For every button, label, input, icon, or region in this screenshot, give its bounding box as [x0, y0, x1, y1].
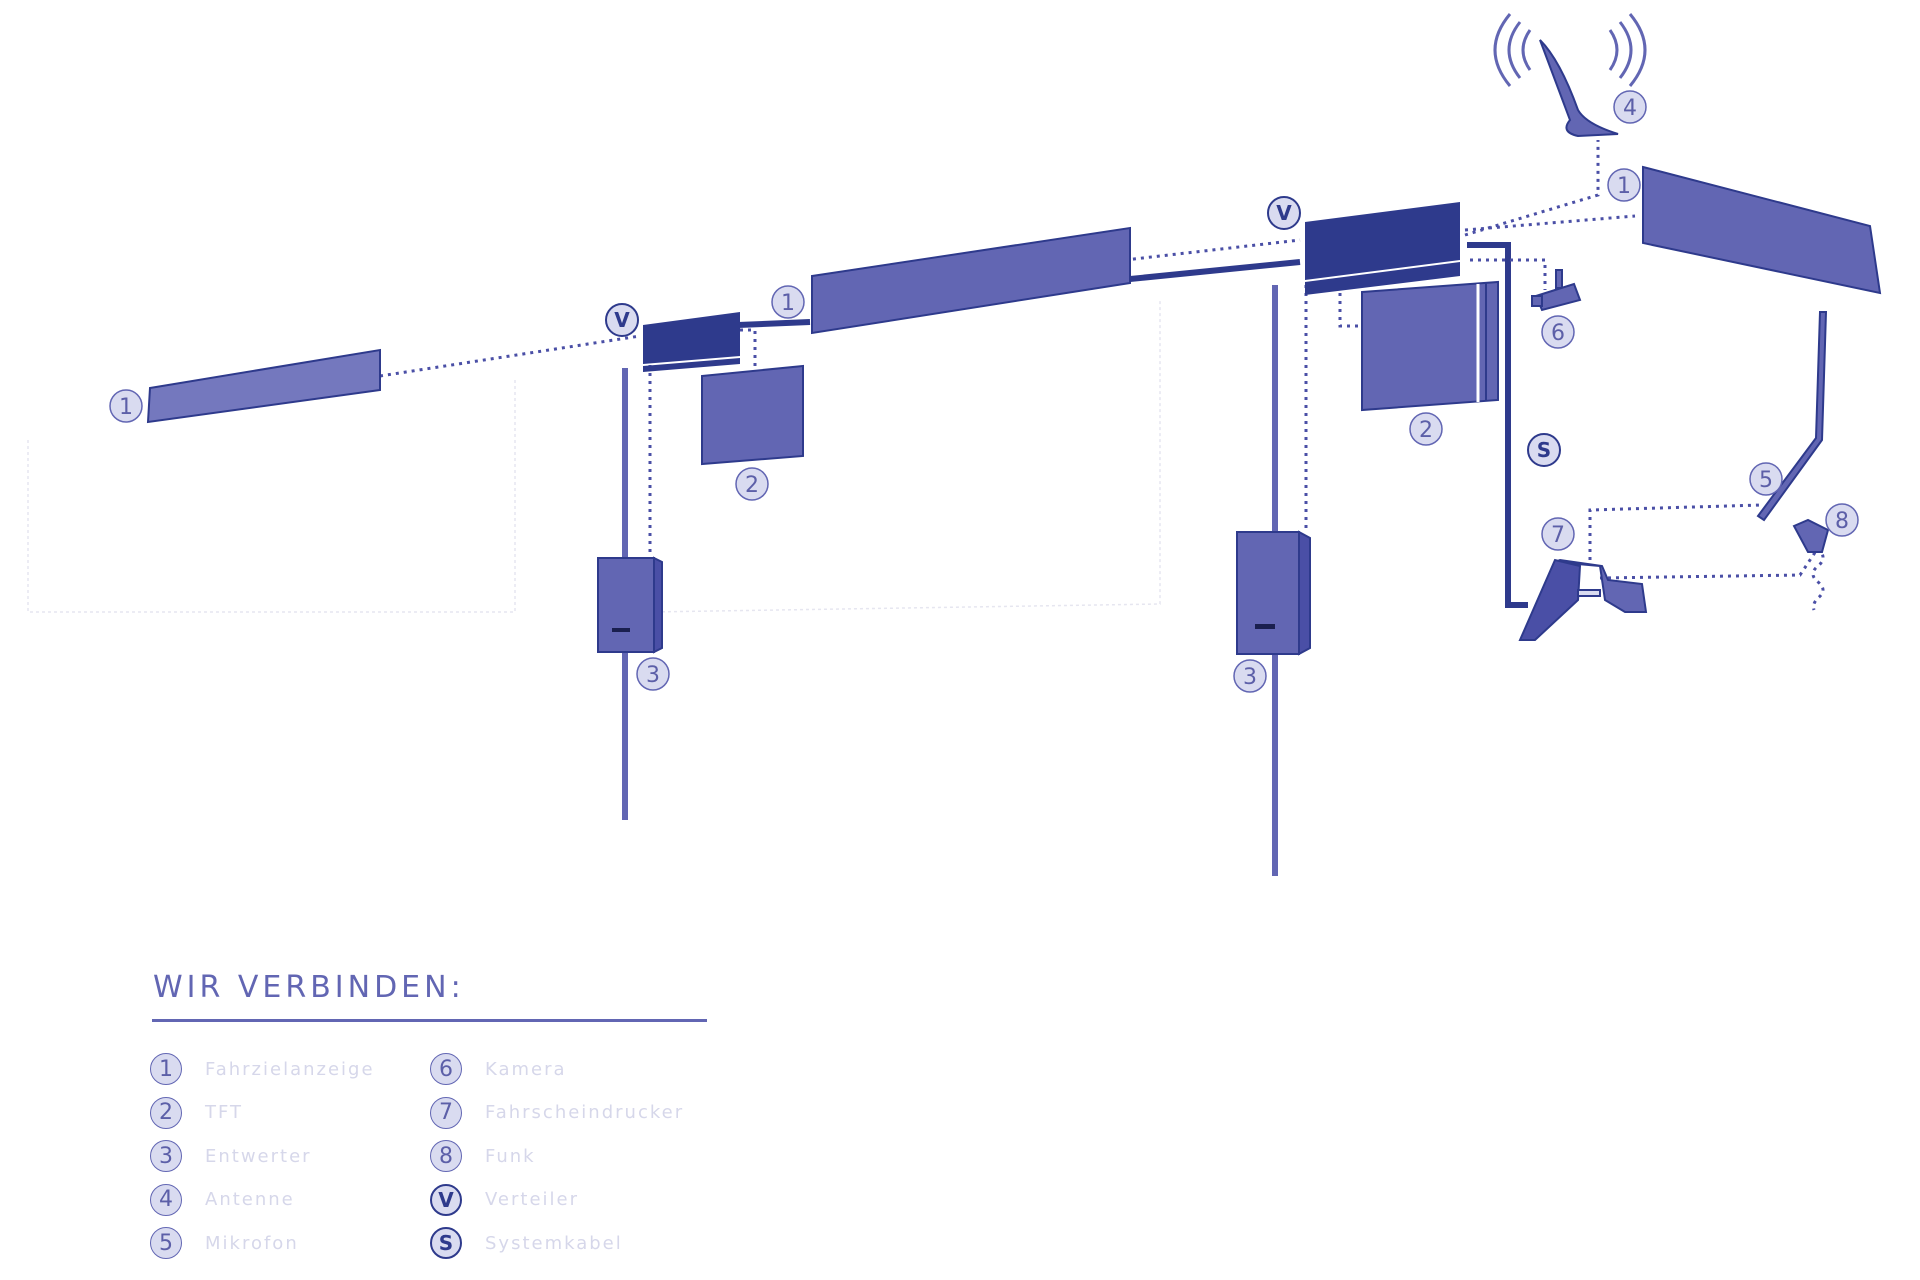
badge-3-right: 3: [1233, 659, 1267, 693]
validator-left: [597, 557, 655, 653]
badge-2-right: 2: [1409, 412, 1443, 446]
distributors: [643, 202, 1460, 372]
tft-left: [701, 364, 804, 466]
legend-item: 8 Funk: [430, 1139, 710, 1173]
badge-4: 4: [1613, 90, 1647, 124]
destination-display-left: [146, 348, 381, 424]
legend-badge: 1: [150, 1053, 182, 1085]
destination-display-middle: [811, 226, 1131, 335]
system-cables: [737, 242, 1528, 608]
svg-text:1: 1: [781, 291, 795, 316]
ticket-printer: [1518, 558, 1648, 641]
legend-item: 3 Entwerter: [150, 1139, 430, 1173]
legend-item: 5 Mikrofon: [150, 1226, 430, 1260]
legend-label: TFT: [205, 1102, 244, 1123]
svg-text:V: V: [614, 308, 630, 332]
svg-text:2: 2: [745, 473, 759, 498]
badge-1-left: 1: [109, 389, 143, 423]
legend-label: Verteiler: [485, 1189, 579, 1210]
destination-displays: [146, 165, 1882, 424]
legend-badge: 2: [150, 1096, 182, 1129]
legend-label: Systemkabel: [485, 1232, 623, 1254]
badge-v-right: V: [1267, 196, 1301, 230]
badge-8: 8: [1825, 503, 1859, 537]
diagram-badges: 1 1 1 2 2 3 3 4 5 6 7 8 V V S: [109, 90, 1859, 693]
legend-item: V Verteiler: [430, 1183, 710, 1217]
legend-item: S Systemkabel: [430, 1226, 710, 1260]
legend-item: 2 TFT: [150, 1096, 430, 1130]
svg-text:S: S: [1537, 438, 1551, 462]
legend-badge: 3: [150, 1140, 182, 1172]
svg-text:1: 1: [119, 395, 133, 420]
legend-badge-system-cable: S: [430, 1227, 462, 1259]
legend-title: WIR VERBINDEN:: [153, 970, 465, 1005]
badge-s: S: [1527, 433, 1561, 467]
svg-text:V: V: [1276, 201, 1292, 225]
svg-text:4: 4: [1623, 96, 1637, 121]
badge-6: 6: [1541, 315, 1575, 349]
validators: [597, 530, 1311, 656]
svg-text:3: 3: [1243, 665, 1257, 690]
validator-right: [1236, 531, 1300, 655]
svg-text:6: 6: [1551, 321, 1565, 346]
legend-column-right: 6 Kamera 7 Fahrscheindrucker 8 Funk V Vertei…: [430, 1052, 710, 1270]
svg-text:5: 5: [1759, 468, 1773, 493]
badge-7: 7: [1541, 517, 1575, 551]
legend-item: 1 Fahrzielanzeige: [150, 1052, 430, 1086]
legend-badge: 4: [150, 1183, 182, 1216]
tft-right: [1361, 280, 1499, 412]
legend-item: 6 Kamera: [430, 1052, 710, 1086]
legend-label: Funk: [485, 1145, 536, 1167]
legend-label: Fahrscheindrucker: [485, 1102, 685, 1123]
svg-text:1: 1: [1617, 174, 1631, 199]
legend-column-left: 1 Fahrzielanzeige 2 TFT 3 Entwerter 4 Antenn…: [150, 1052, 430, 1270]
legend-badge: 7: [430, 1096, 462, 1129]
badge-3-left: 3: [636, 657, 670, 691]
svg-text:8: 8: [1835, 509, 1849, 534]
svg-text:3: 3: [646, 663, 660, 688]
camera: [1531, 269, 1582, 312]
legend: WIR VERBINDEN: 1 Fahrzielanzeige 2 TFT 3 En…: [150, 970, 710, 1270]
radio: [1792, 518, 1830, 553]
badge-2-left: 2: [735, 467, 769, 501]
legend-badge-distributor: V: [430, 1183, 462, 1216]
legend-item: 7 Fahrscheindrucker: [430, 1096, 710, 1130]
tft-screens: [701, 280, 1499, 466]
svg-text:2: 2: [1419, 418, 1433, 443]
badge-1-middle: 1: [771, 285, 805, 319]
legend-label: Antenne: [205, 1189, 295, 1210]
legend-badge: 5: [150, 1227, 182, 1259]
legend-label: Mikrofon: [205, 1232, 299, 1254]
badge-5: 5: [1749, 462, 1783, 496]
dotted-connections: [379, 140, 1825, 611]
svg-text:7: 7: [1551, 523, 1565, 548]
distributor-left: [643, 312, 740, 364]
bus-outline: [27, 300, 1161, 613]
legend-label: Kamera: [485, 1058, 567, 1080]
legend-label: Fahrzielanzeige: [205, 1058, 375, 1080]
microphone: [1756, 311, 1828, 522]
legend-badge: 8: [430, 1140, 462, 1172]
legend-divider: [152, 1019, 707, 1022]
badge-1-front: 1: [1607, 168, 1641, 202]
distributor-right: [1305, 202, 1460, 280]
destination-display-front: [1642, 165, 1882, 295]
antenna: [1493, 13, 1647, 138]
legend-label: Entwerter: [205, 1145, 312, 1167]
legend-badge: 6: [430, 1053, 462, 1085]
legend-item: 4 Antenne: [150, 1183, 430, 1217]
badge-v-left: V: [605, 303, 639, 337]
